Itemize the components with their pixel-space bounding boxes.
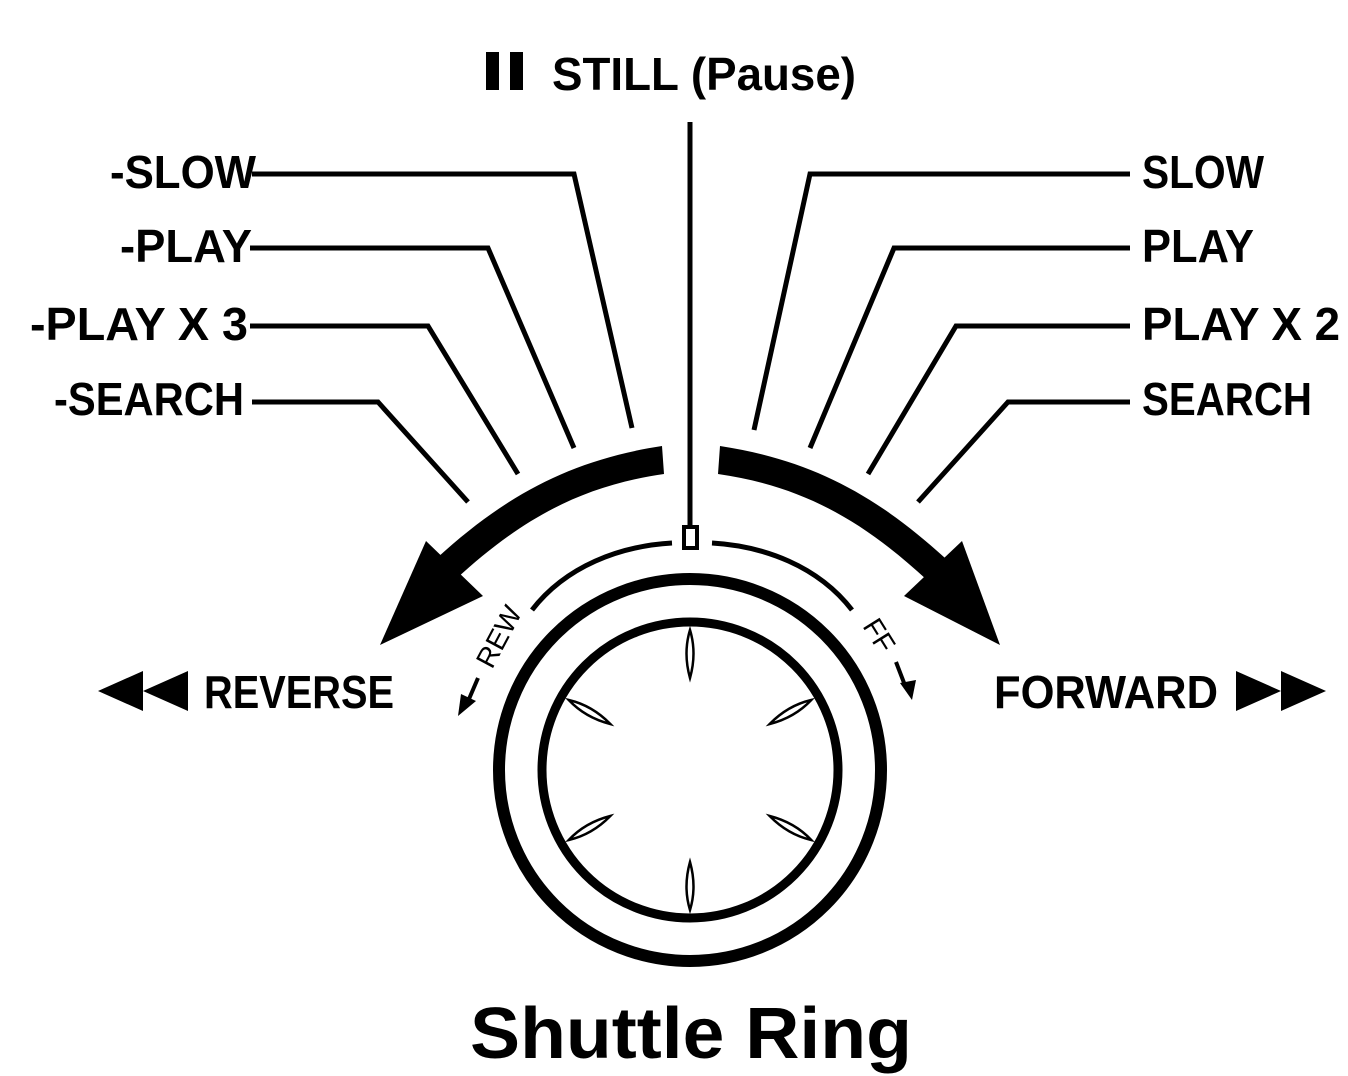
reverse-play-leader: [250, 248, 574, 448]
reverse-label: REVERSE: [204, 666, 394, 718]
shuttle-ring-knob: [499, 579, 881, 961]
forward-slow-leader: [754, 174, 1130, 430]
forward-label: FORWARD: [994, 666, 1218, 718]
forward-play-leader: [810, 248, 1130, 448]
reverse-search-leader: [252, 402, 468, 502]
reverse-mode-play-label: -PLAY: [120, 220, 252, 272]
still-marker: [684, 527, 697, 548]
diagram-caption: Shuttle Ring: [470, 994, 912, 1074]
rew-small-arrow-icon: [458, 678, 478, 716]
forward-mode-play-x2-label: PLAY X 2: [1142, 298, 1340, 350]
ff-small-arrow-icon: [896, 662, 916, 700]
reverse-mode-slow-label: -SLOW: [110, 146, 257, 198]
reverse-mode-search-label: -SEARCH: [54, 373, 244, 425]
pause-icon: [486, 52, 523, 90]
forward-mode-search-label: SEARCH: [1142, 373, 1312, 425]
rew-label: REW: [470, 600, 528, 673]
forward-mode-play-label: PLAY: [1142, 220, 1254, 272]
reverse-slow-leader: [252, 174, 632, 428]
fast-forward-icon: [1236, 671, 1326, 711]
still-label: STILL (Pause): [552, 48, 856, 100]
rewind-icon: [98, 671, 188, 711]
forward-search-leader: [918, 402, 1130, 502]
ff-label: FF: [857, 613, 901, 658]
reverse-mode-play-x3-label: -PLAY X 3: [30, 298, 248, 350]
forward-mode-slow-label: SLOW: [1142, 146, 1265, 198]
